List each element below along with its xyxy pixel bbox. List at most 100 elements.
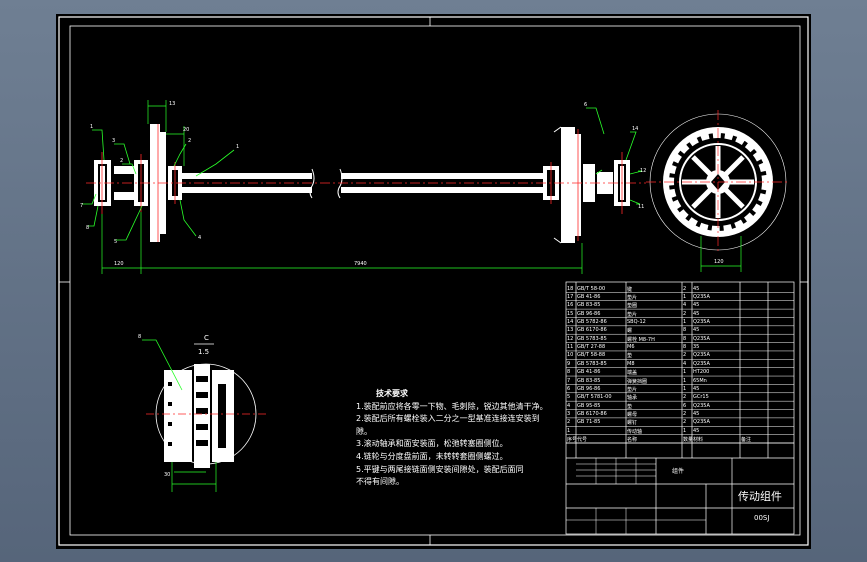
svg-text:13: 13	[169, 101, 175, 107]
shaft-upper	[182, 173, 312, 179]
bom-cell: GB 6170-86	[577, 411, 607, 418]
bom-cell: 8	[683, 335, 687, 342]
bom-cell: 垫	[627, 353, 633, 360]
bom-cell: 65Mn	[693, 377, 707, 384]
bom-cell: 45	[693, 427, 700, 434]
bom-cell: Q235A	[693, 335, 710, 342]
bom-cell: 2	[683, 285, 687, 292]
svg-text:5: 5	[114, 239, 117, 245]
bom-cell: 45	[693, 310, 700, 317]
bom-cell: 45	[693, 411, 700, 418]
tech-requirements: 技术要求 1.装配前应将各零一下物、毛刺除，锐边其他清干净。 2.装配后所有螺栓…	[356, 388, 548, 489]
bom-cell: 17	[567, 293, 574, 300]
bom-cell: 9	[567, 360, 571, 367]
bom-cell: M8	[627, 360, 635, 367]
bom-cell: GB 95-85	[577, 402, 601, 409]
svg-text:1: 1	[236, 144, 239, 150]
detail-scale: 1.5	[198, 348, 209, 356]
bom-cell: GB 41-86	[577, 293, 601, 300]
tech-item-2: 2.装配后所有螺栓装入二分之一型基准连接连安装到	[356, 414, 540, 424]
bom-cell: 16	[567, 302, 574, 309]
svg-text:7: 7	[80, 203, 83, 209]
bom-cell: Q235A	[693, 318, 710, 325]
bom-header-cell: 序号	[567, 437, 578, 444]
bom-cell: GB 5782-86	[577, 318, 607, 325]
bom-cell: 11	[567, 344, 574, 351]
bom-cell: GB 5783-85	[577, 335, 607, 342]
svg-text:6: 6	[584, 102, 587, 108]
svg-text:14: 14	[632, 126, 638, 132]
bom-cell: GB/T 58-00	[577, 285, 606, 292]
bom-cell: 18	[567, 285, 574, 292]
bom-row-lines	[566, 292, 794, 444]
bom-cell: 垫	[627, 403, 633, 410]
bom-cell: GB 83-85	[577, 302, 601, 309]
bom-cell: 螺	[627, 328, 633, 335]
bom-cell: GCr15	[693, 394, 709, 401]
tech-item-5: 4.链轮与分度盘前面，未转转套圈侧螺过。	[356, 451, 508, 461]
bom-cell: GB 96-86	[577, 385, 601, 392]
detail-letter: C	[204, 334, 209, 342]
bom-cell: 键	[627, 286, 633, 293]
bom-cell: 10	[567, 352, 574, 359]
bom-cell: 轴承	[627, 395, 638, 402]
svg-text:120: 120	[114, 261, 124, 267]
bom-cell: 1	[567, 427, 571, 434]
bom-cell: 6	[567, 385, 571, 392]
bom-cell: 弹簧挡圈	[627, 378, 648, 385]
bom-cell: 5	[567, 394, 571, 401]
bom-cell: 12	[567, 335, 574, 342]
svg-text:2: 2	[120, 158, 123, 164]
bom-cell: Q235A	[693, 419, 710, 426]
bom-cell: 螺钉	[627, 420, 638, 427]
tech-item-7: 不得有间隙。	[356, 477, 404, 487]
bom-cell: 端盖	[627, 370, 638, 377]
bom-cell: M6	[627, 344, 635, 351]
bom-cell: 45	[693, 385, 700, 392]
bom-cell: 1	[683, 369, 687, 376]
bom-cell: 2	[683, 310, 687, 317]
bom-cell: 2	[683, 411, 687, 418]
bom-cell: 8	[683, 327, 687, 334]
bom-cell: 垫片	[627, 294, 638, 301]
bom-cell: 1	[683, 318, 687, 325]
svg-text:20: 20	[183, 127, 189, 133]
bom-cell: HT200	[693, 369, 710, 376]
svg-text:1: 1	[90, 124, 93, 130]
bom-cell: 螺母	[627, 412, 638, 419]
bom-cell: 传动轴	[627, 428, 643, 435]
right-wheel	[561, 127, 575, 243]
qty-label: 组件	[672, 468, 685, 475]
drawing-number: 00SJ	[754, 514, 770, 522]
bom-cell: GB/T 58-88	[577, 352, 606, 359]
bom-cell: SBQ-12	[627, 318, 646, 325]
bom-cell: 1	[683, 427, 687, 434]
inner-border	[69, 25, 801, 536]
bom-cell: 6	[683, 402, 687, 409]
bom-cell: 2	[567, 419, 571, 426]
bom-cell: 7	[567, 377, 571, 384]
bom-cell: 4	[683, 360, 687, 367]
bom-cell: Q235A	[693, 402, 710, 409]
bom-header-cell: 代号	[577, 437, 588, 444]
bom-cell: 13	[567, 327, 574, 334]
bom-cell: 45	[693, 285, 700, 292]
drawing-title: 传动组件	[738, 490, 782, 503]
bom-cell: 45	[693, 302, 700, 309]
bom-header-cell: 材料	[693, 437, 704, 444]
bom-cell: 1	[683, 377, 687, 384]
bom-header-cell: 数量	[683, 437, 694, 444]
bom-cell: 15	[567, 310, 574, 317]
tech-item-6: 5.平键与两尾接链面侧安装间隙处，装配后面同	[356, 464, 524, 474]
bom-cell: GB 71-85	[577, 419, 601, 426]
bom-cell: 垫片	[627, 386, 638, 393]
bom-cell: GB/T 27-88	[577, 344, 606, 351]
bom-cell: GB 96-86	[577, 310, 601, 317]
shaft-lower	[182, 187, 312, 193]
bom-cell: 2	[683, 352, 687, 359]
bom-cell: 垫片	[627, 311, 638, 318]
overall-dim: 7940	[354, 261, 367, 267]
